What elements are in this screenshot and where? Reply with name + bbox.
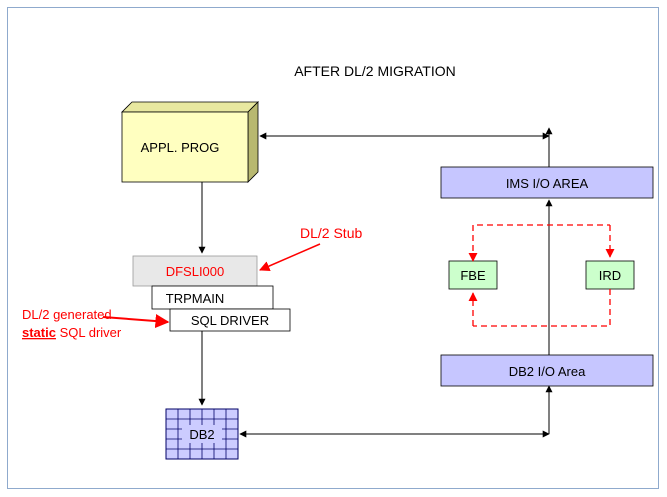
stub-pointer-arrow	[259, 243, 321, 272]
ird-label: IRD	[599, 268, 621, 283]
generated-pointer-arrow	[102, 314, 170, 329]
ims-io-area-label: IMS I/O AREA	[506, 176, 589, 191]
sql-driver-box: SQL DRIVER	[169, 308, 291, 332]
generated-annotation-line2: static SQL driver	[22, 325, 122, 340]
db2-label: DB2	[189, 427, 214, 442]
dashed-loop	[468, 224, 615, 327]
fbe-label: FBE	[460, 268, 486, 283]
dfsli-box: DFSLI000	[132, 255, 258, 287]
stub-annotation: DL/2 Stub	[300, 225, 362, 241]
ims-io-area-box: IMS I/O AREA	[440, 166, 654, 199]
trpmain-box: TRPMAIN	[151, 285, 274, 310]
db2-io-area-label: DB2 I/O Area	[509, 364, 586, 379]
ird-box: IRD	[585, 260, 635, 290]
appl-prog-box: APPL. PROG	[121, 101, 259, 183]
generated-annotation-line1: DL/2 generated	[22, 307, 112, 322]
dfsli-label: DFSLI000	[166, 264, 225, 279]
trpmain-label: TRPMAIN	[166, 291, 225, 306]
static-word: static	[22, 325, 56, 340]
diagram-title: AFTER DL/2 MIGRATION	[294, 63, 456, 79]
diagram-frame	[7, 7, 659, 489]
fbe-box: FBE	[448, 260, 498, 290]
sql-driver-label: SQL DRIVER	[191, 313, 269, 328]
generated-rest: SQL driver	[56, 325, 122, 340]
appl-prog-label: APPL. PROG	[141, 140, 220, 155]
db2-block: DB2	[165, 408, 239, 460]
db2-io-area-box: DB2 I/O Area	[440, 354, 654, 387]
